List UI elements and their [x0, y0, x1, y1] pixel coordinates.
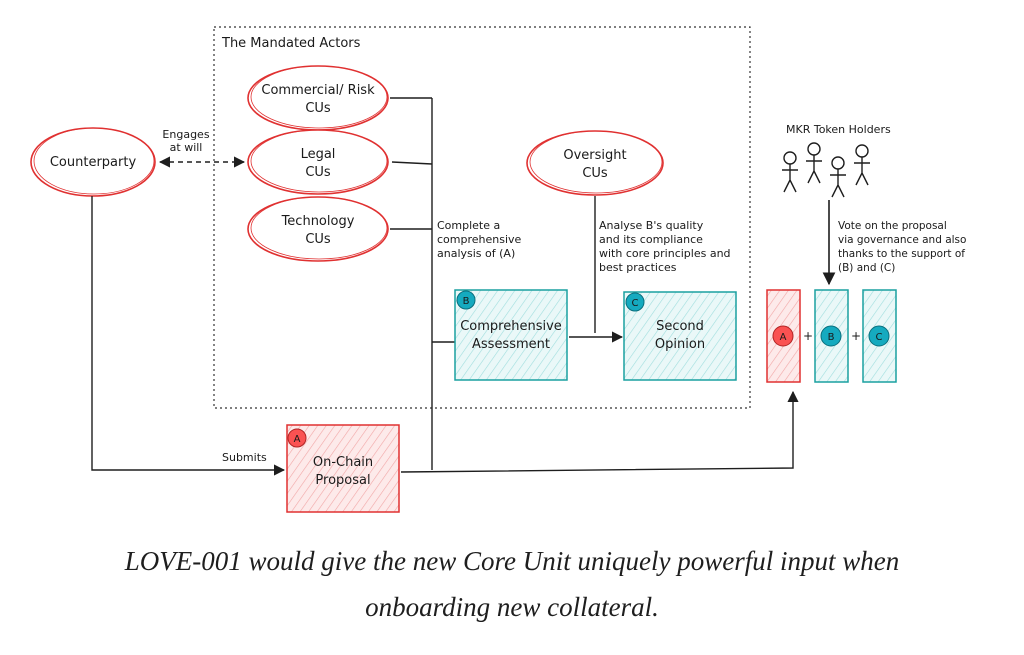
- technology-node: Technology CUs: [247, 196, 389, 262]
- vote-box-b: B: [814, 289, 849, 383]
- complete-analysis-label-2: comprehensive: [437, 233, 522, 246]
- proposal-to-vote-arrow: [400, 390, 799, 473]
- plus-sign-2: +: [851, 329, 861, 343]
- technology-label-2: CUs: [305, 232, 331, 247]
- figure-caption: LOVE-001 would give the new Core Unit un…: [0, 538, 1024, 630]
- badge-a: [287, 428, 307, 448]
- complete-analysis-label-1: Complete a: [437, 219, 500, 232]
- on-chain-proposal-box: A On-Chain Proposal: [286, 424, 400, 513]
- vote-label-1: Vote on the proposal: [838, 220, 947, 232]
- oversight-label-1: Oversight: [563, 148, 626, 163]
- analyse-label-2: and its compliance: [599, 233, 703, 246]
- vote-box-c: C: [862, 289, 897, 383]
- vote-badge-b: [820, 325, 842, 347]
- flow-diagram: The Mandated Actors Counterparty Commerc…: [30, 26, 966, 513]
- proposal-label-2: Proposal: [315, 473, 370, 488]
- second-opinion-box: C Second Opinion: [623, 291, 737, 381]
- vote-label-4: (B) and (C): [838, 262, 895, 274]
- vote-label-3: thanks to the support of: [838, 248, 965, 260]
- analyse-label-1: Analyse B's quality: [599, 219, 704, 232]
- caption-line-1: LOVE-001 would give the new Core Unit un…: [124, 546, 900, 576]
- proposal-label-1: On-Chain: [313, 455, 373, 470]
- engages-label-1: Engages: [162, 128, 209, 141]
- submits-label: Submits: [222, 451, 267, 464]
- vote-label-2: via governance and also: [838, 234, 966, 246]
- counterparty-node: Counterparty: [30, 127, 156, 197]
- caption-line-2: onboarding new collateral.: [365, 592, 659, 622]
- oversight-node: Oversight CUs: [526, 130, 664, 196]
- badge-b: [456, 290, 476, 310]
- opinion-label-2: Opinion: [655, 337, 705, 352]
- legal-node: Legal CUs: [247, 129, 389, 195]
- opinion-label-1: Second: [656, 319, 704, 334]
- counterparty-label: Counterparty: [50, 155, 137, 170]
- engages-label-2: at will: [170, 141, 203, 154]
- commercial-risk-node: Commercial/ Risk CUs: [247, 65, 389, 131]
- vote-box-a: A: [766, 289, 801, 383]
- mkr-holders-label: MKR Token Holders: [786, 123, 891, 136]
- commercial-risk-label-2: CUs: [305, 101, 331, 116]
- vote-badge-a: [772, 325, 794, 347]
- vote-badge-b-text: B: [828, 332, 835, 343]
- technology-label-1: Technology: [281, 214, 355, 229]
- legal-label-1: Legal: [301, 147, 336, 162]
- mkr-holders-figures: [782, 142, 870, 198]
- legal-label-2: CUs: [305, 165, 331, 180]
- commercial-risk-label-1: Commercial/ Risk: [261, 83, 375, 98]
- badge-c-text: C: [632, 298, 639, 309]
- assessment-label-2: Assessment: [472, 337, 550, 352]
- submits-arrow: [91, 196, 286, 476]
- comprehensive-assessment-box: B Comprehensive Assessment: [454, 289, 568, 381]
- oversight-label-2: CUs: [582, 166, 608, 181]
- complete-analysis-label-3: analysis of (A): [437, 247, 515, 260]
- cu-bracket-lines: [390, 97, 433, 470]
- analyse-label-3: with core principles and: [599, 247, 731, 260]
- plus-sign-1: +: [803, 329, 813, 343]
- region-title: The Mandated Actors: [221, 36, 361, 51]
- badge-a-text: A: [294, 434, 301, 445]
- badge-b-text: B: [463, 296, 470, 307]
- vote-badge-c-text: C: [876, 332, 883, 343]
- assessment-label-1: Comprehensive: [460, 319, 562, 334]
- mandated-actors-region: [213, 26, 751, 409]
- badge-c: [625, 292, 645, 312]
- analyse-label-4: best practices: [599, 261, 677, 274]
- vote-badge-a-text: A: [780, 332, 787, 343]
- vote-badge-c: [868, 325, 890, 347]
